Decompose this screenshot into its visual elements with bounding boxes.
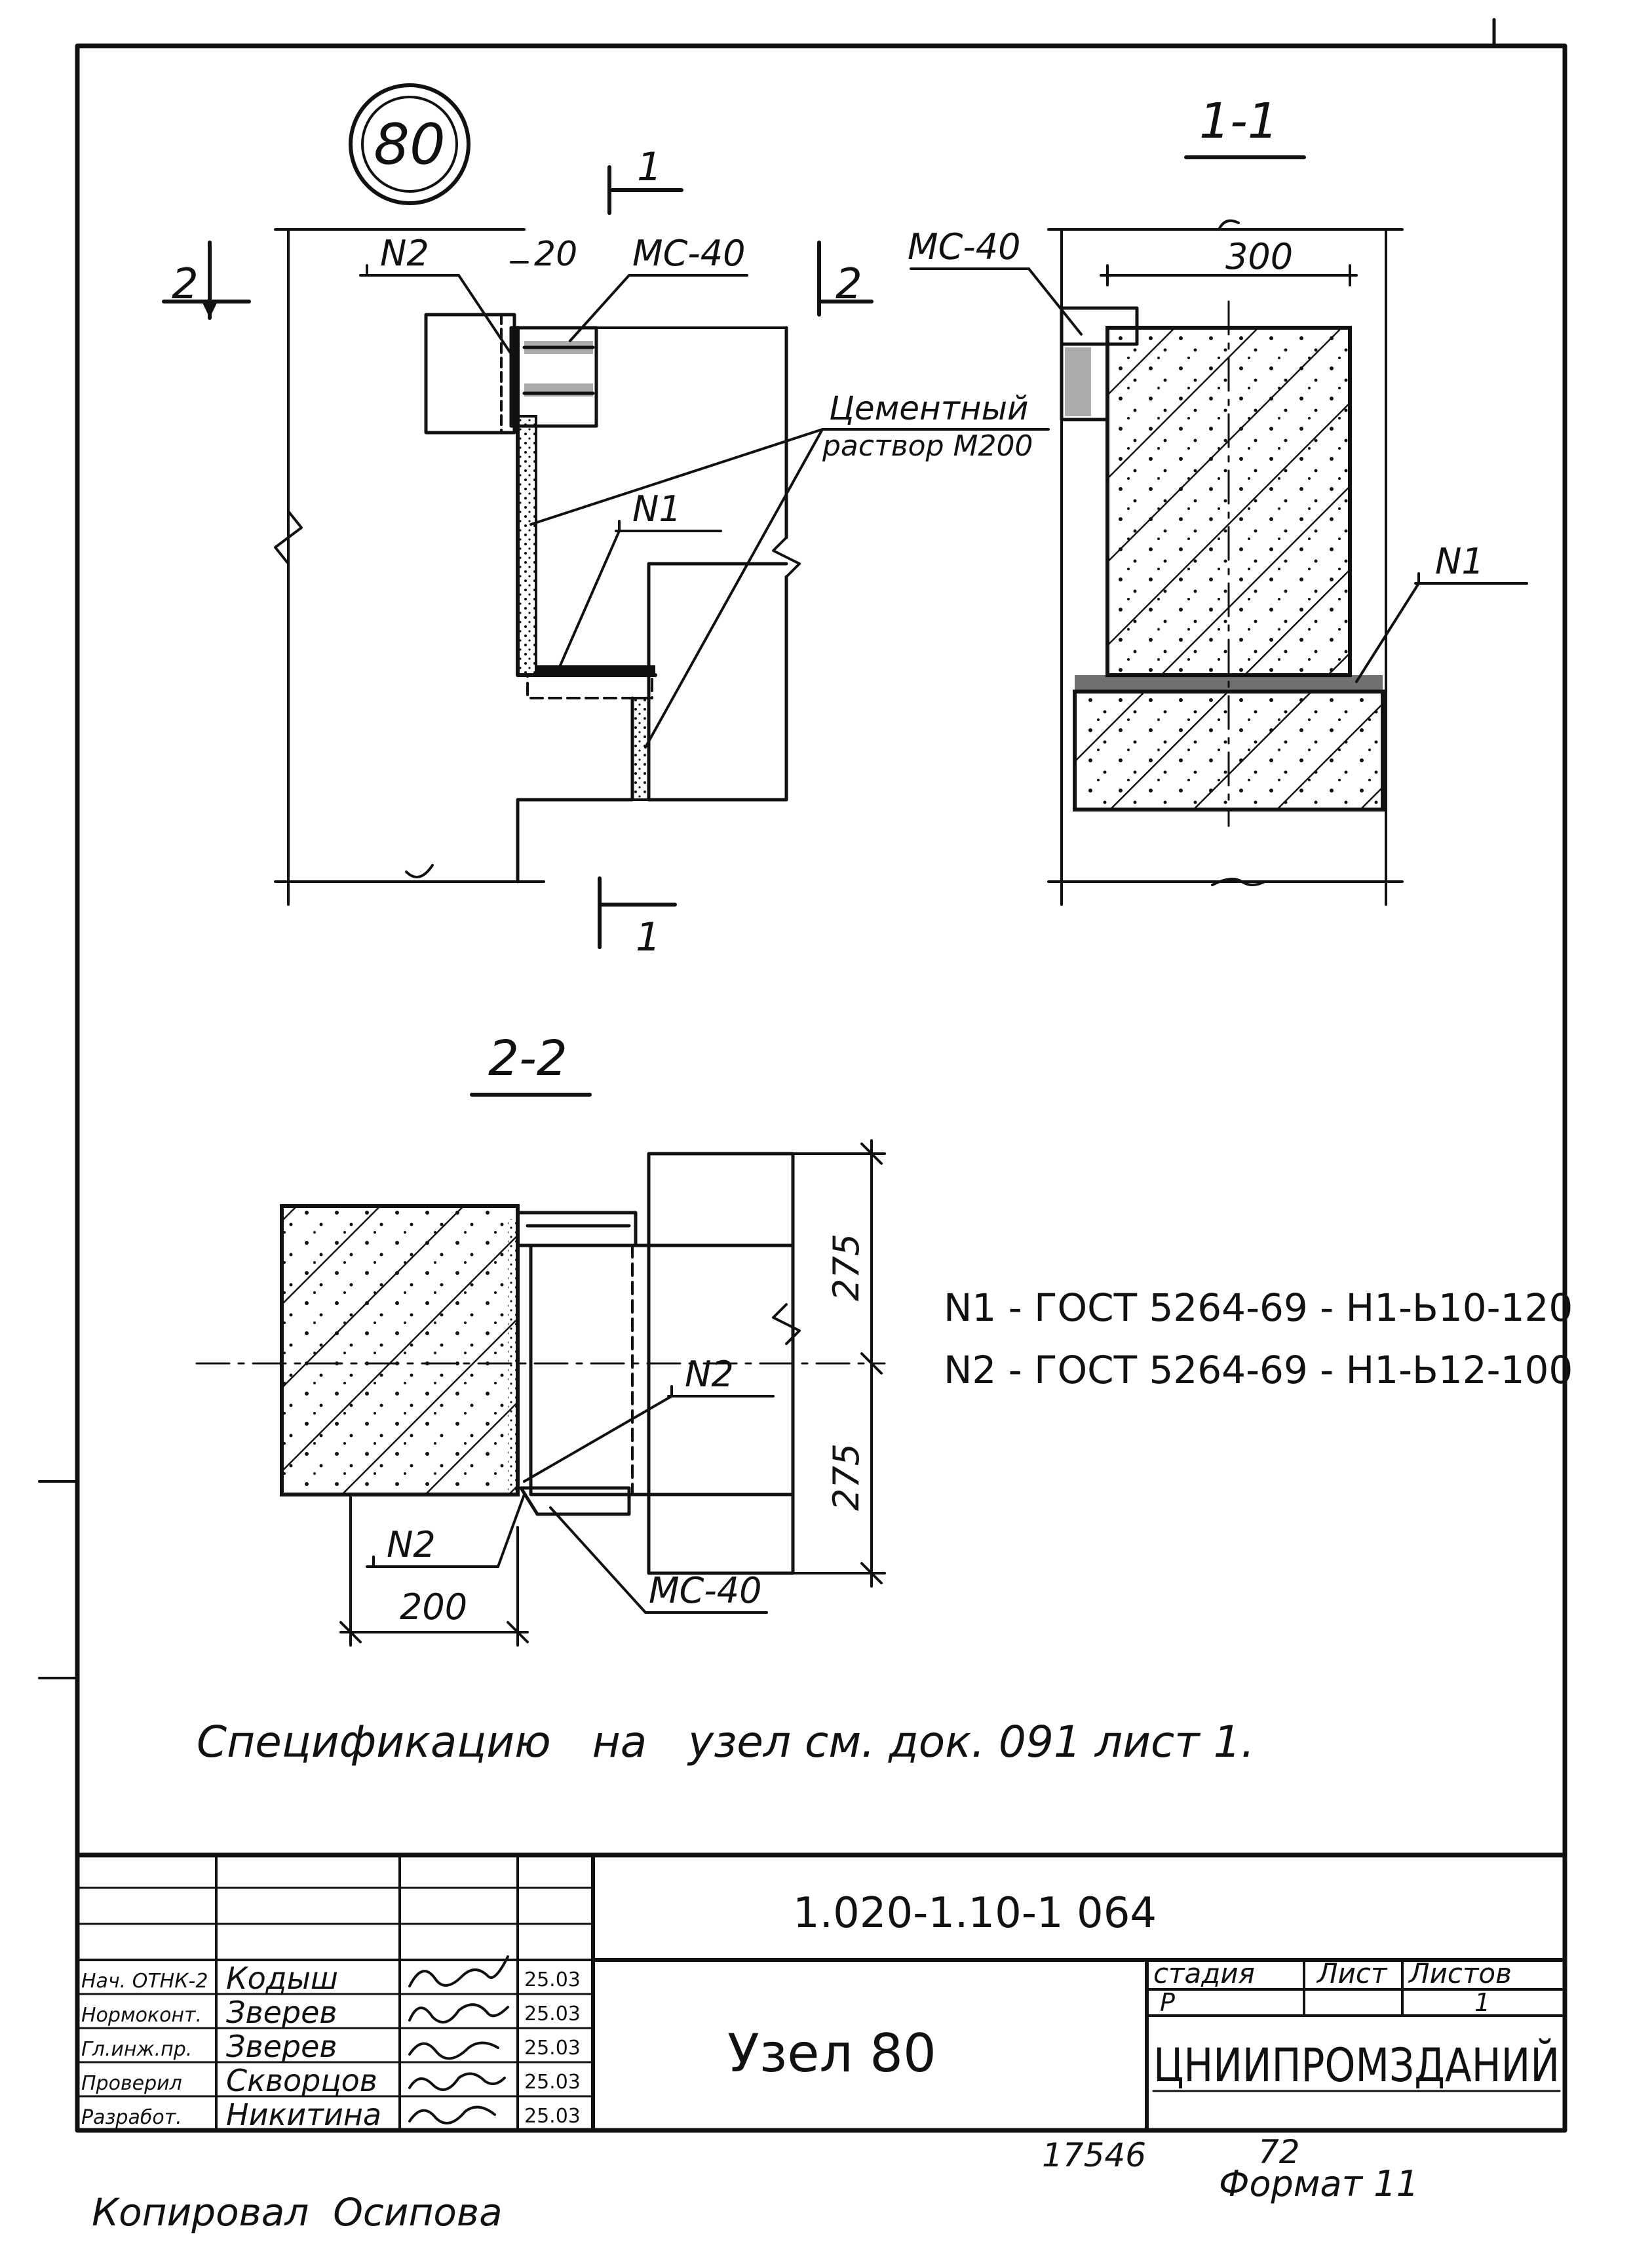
format-label: Формат 11	[1219, 2163, 1419, 2204]
name-2: Зверев	[226, 1995, 337, 2030]
section-2-2-title: 2-2	[488, 1030, 567, 1087]
date-2: 25.03	[524, 2003, 581, 2025]
date-3: 25.03	[524, 2037, 581, 2060]
role-1: Нач. ОТНК-2	[81, 1970, 208, 1993]
dim-200: 200	[400, 1586, 467, 1628]
name-3: Зверев	[226, 2029, 337, 2064]
node-number-text: 80	[374, 112, 445, 178]
section-1-1-title: 1-1	[1199, 93, 1278, 149]
name-5: Никитина	[226, 2097, 381, 2132]
cut-mark-1-bottom-label: 1	[636, 914, 661, 960]
role-4: Проверил	[81, 2072, 182, 2095]
n2-spec-note: N2 - ГОСТ 5264-69 - Н1-Ь12-100	[944, 1348, 1573, 1392]
n1-spec-note: N1 - ГОСТ 5264-69 - Н1-Ь10-120	[944, 1285, 1573, 1330]
sheet-header: Лист	[1316, 1957, 1388, 1989]
name-4: Скворцов	[226, 2063, 377, 2098]
specification-note: Спецификацию на узел см. док. 091 лист 1…	[197, 1717, 1255, 1767]
mc40-label-main: МС-40	[632, 233, 746, 274]
section-1-1: 1-1 300 МС-40 N1	[908, 93, 1528, 906]
node-number-badge: 80	[349, 83, 471, 205]
n1-label-11: N1	[1435, 541, 1484, 582]
role-2: Нормоконт.	[81, 2004, 202, 2027]
copied-by: Копировал Осипова	[92, 2190, 503, 2235]
section-mark-2-left: 2	[172, 260, 199, 309]
dim-275-bottom: 275	[826, 1443, 867, 1511]
signatures	[408, 1955, 509, 2124]
title-block: 1.020-1.10-1 064 Узел 80 стадия Лист Лис…	[75, 1852, 1567, 2132]
date-1: 25.03	[524, 1968, 581, 1991]
dim-275-top: 275	[826, 1234, 867, 1301]
date-4: 25.03	[524, 2071, 581, 2094]
stage-value: Р	[1160, 1988, 1175, 2017]
page-number: 72	[1258, 2133, 1300, 2171]
cement-label-line1: Цементный	[829, 389, 1029, 427]
role-5: Разработ.	[81, 2106, 182, 2129]
n2-label-22-lower: N2	[387, 1524, 436, 1565]
section-2-2: 2-2 275 275 200 N2	[195, 1030, 886, 1647]
sheets-header: Листов	[1408, 1957, 1512, 1989]
mc40-label-11: МС-40	[908, 226, 1021, 267]
sheets-value: 1	[1474, 1988, 1490, 2017]
n1-label-main: N1	[632, 488, 682, 530]
node-title: Узел 80	[727, 2023, 936, 2084]
n2-label-22-upper: N2	[685, 1354, 734, 1395]
organization: ЦНИИПРОМЗДАНИЙ	[1153, 2039, 1560, 2092]
archive-number: 17546	[1042, 2136, 1146, 2174]
name-1: Кодыш	[226, 1961, 338, 1996]
mc40-label-22: МС-40	[649, 1570, 762, 1611]
doc-code: 1.020-1.10-1 064	[793, 1889, 1157, 1938]
date-5: 25.03	[524, 2105, 581, 2128]
notes: N1 - ГОСТ 5264-69 - Н1-Ь10-120 N2 - ГОСТ…	[197, 1285, 1573, 1767]
role-3: Гл.инж.пр.	[81, 2038, 192, 2061]
stage-header: стадия	[1153, 1957, 1255, 1989]
dim-20: 20	[534, 235, 577, 274]
cut-mark-1-top-label: 1	[637, 144, 662, 190]
footer: 17546 72 Формат 11 Копировал Осипова	[92, 2133, 1419, 2235]
section-mark-2-right: 2	[836, 260, 862, 309]
sheet-frame	[38, 18, 1567, 2133]
n2-label-main: N2	[380, 233, 429, 274]
cement-label-line2: раствор М200	[822, 429, 1033, 463]
main-elevation-view: 1 1 2 2 20	[162, 144, 1050, 960]
dim-300: 300	[1225, 236, 1293, 277]
